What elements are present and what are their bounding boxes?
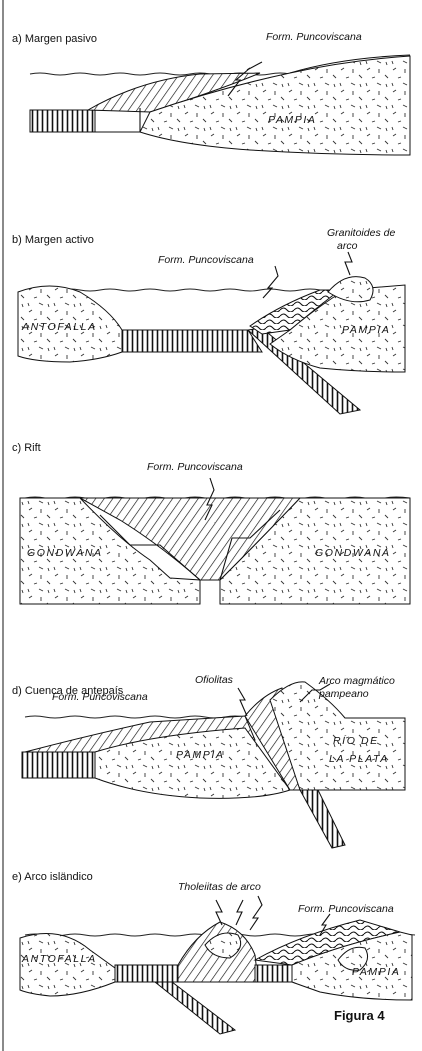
panel-d-label-rio-1: RÍO DE [333, 734, 379, 747]
panel-c: c) Rift Form. Puncoviscana GONDWANA GOND… [12, 442, 410, 604]
panel-d-label-pampia: PAMPIA [176, 749, 225, 761]
panel-d-label-ofiolitas: Ofiolitas [195, 674, 234, 686]
panel-e-title: e) Arco isländico [12, 871, 93, 883]
panel-c-title: c) Rift [12, 442, 41, 454]
panel-c-label-gondwana-right: GONDWANA [315, 547, 391, 559]
panel-b: b) Margen activo Granitoides de arco For… [12, 227, 405, 414]
panel-e-label-tholeiitas: Tholeiitas de arco [178, 881, 261, 893]
panel-e-oceanic-crust-left [115, 965, 180, 982]
panel-b-label-antofalla: ANTOFALLA [21, 321, 97, 333]
panel-d: d) Cuenca de antepaís Ofiolitas Arco mag… [12, 674, 405, 848]
panel-d-oceanic-crust [22, 752, 95, 778]
panel-e-subducting-slab [155, 982, 235, 1034]
panel-e-oceanic-crust-right [255, 965, 292, 982]
panel-e-label-antofalla: ANTOFALLA [21, 953, 97, 965]
panel-a-label-pampia: PAMPIA [268, 114, 317, 126]
panel-d-label-puncoviscana: Form. Puncoviscana [52, 691, 148, 703]
panel-d-label-rio-2: LA PLATA [329, 753, 389, 765]
panel-a-crust-left [30, 110, 95, 132]
panel-a: a) Margen pasivo Form. Puncoviscana PAMP… [12, 31, 410, 155]
panel-b-label-pampia: PAMPIA [342, 324, 391, 336]
panel-d-label-arco-2: pampeano [318, 688, 369, 700]
panel-a-label-puncoviscana: Form. Puncoviscana [266, 31, 362, 43]
panel-e-label-pampia: PAMPIA [352, 966, 401, 978]
panel-b-title: b) Margen activo [12, 234, 94, 246]
panel-b-label-granitoides-1: Granitoides de [327, 227, 395, 239]
panel-a-pampia-block [140, 56, 410, 155]
panel-d-subducting-slab [300, 790, 345, 848]
panel-b-label-granitoides-2: arco [337, 240, 358, 252]
panel-c-label-gondwana-left: GONDWANA [27, 547, 103, 559]
panel-b-oceanic-crust [122, 330, 262, 352]
figure-label: Figura 4 [334, 1008, 385, 1023]
panel-b-label-puncoviscana: Form. Puncoviscana [158, 254, 254, 266]
panel-a-title: a) Margen pasivo [12, 33, 97, 45]
panel-e-label-puncoviscana: Form. Puncoviscana [298, 903, 394, 915]
panel-d-label-arco-1: Arco magmático [318, 675, 395, 687]
panel-c-label-puncoviscana: Form. Puncoviscana [147, 461, 243, 473]
